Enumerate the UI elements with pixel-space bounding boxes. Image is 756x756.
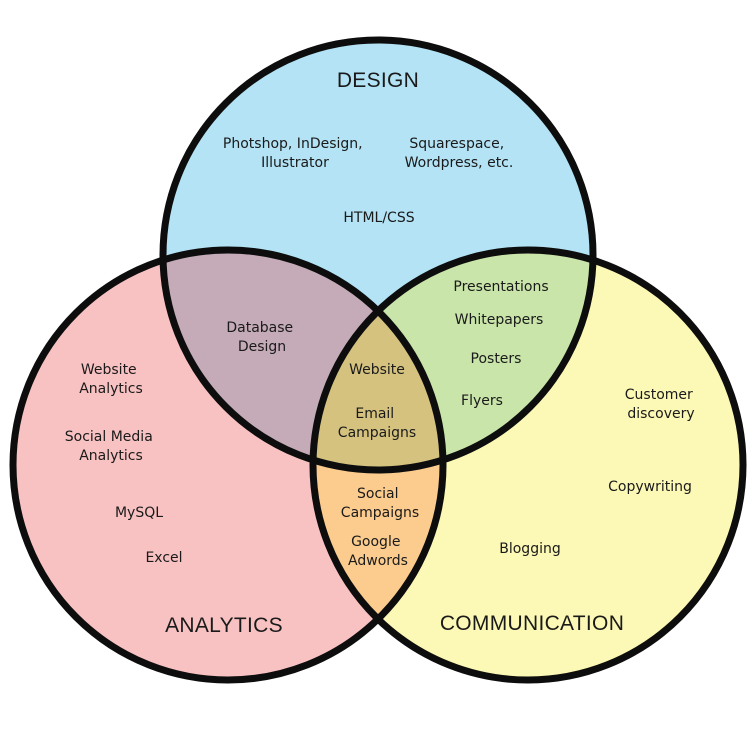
communication-item-customer-discovery: Customer discovery [625, 387, 697, 422]
overlap-item-google-adwords: Google Adwords [348, 534, 408, 569]
overlap-item-email-campaigns: Email Campaigns [338, 406, 416, 441]
design-title: DESIGN [337, 69, 419, 92]
overlap-item-social-campaigns: Social Campaigns [341, 486, 419, 521]
overlap-item-presentations: Presentations [453, 279, 548, 295]
analytics-circle-outline [9, 246, 447, 684]
communication-item-blogging: Blogging [499, 541, 560, 557]
overlap-item-website: Website [349, 362, 405, 378]
design-item-adobe-tools: Photshop, InDesign, Illustrator [223, 136, 367, 171]
analytics-item-mysql: MySQL [115, 505, 163, 521]
design-item-site-builders: Squarespace, Wordpress, etc. [405, 136, 514, 171]
design-circle-outline [159, 36, 597, 474]
communication-circle-outline [309, 246, 747, 684]
analytics-item-excel: Excel [145, 550, 182, 566]
overlap-item-whitepapers: Whitepapers [455, 312, 544, 328]
overlap-item-database-design: Database Design [226, 320, 297, 355]
analytics-title: ANALYTICS [165, 614, 283, 637]
overlap-item-posters: Posters [471, 351, 522, 367]
design-item-html-css: HTML/CSS [343, 210, 414, 226]
communication-item-copywriting: Copywriting [608, 479, 692, 495]
communication-title: COMMUNICATION [440, 612, 624, 635]
overlap-item-flyers: Flyers [461, 393, 503, 409]
analytics-item-website-analytics: Website Analytics [79, 362, 143, 397]
analytics-item-social-media-analytics: Social Media Analytics [65, 429, 157, 464]
